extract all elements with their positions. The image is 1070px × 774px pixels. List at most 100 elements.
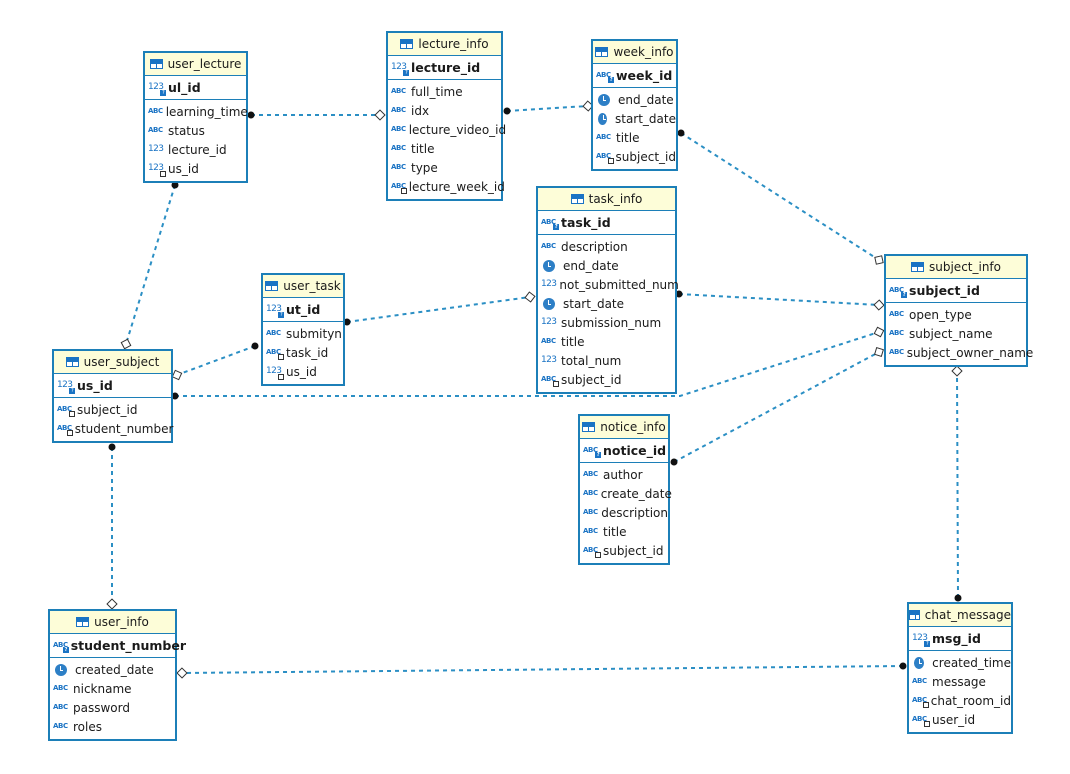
primary-key-column[interactable]: 123?ut_id xyxy=(263,298,343,322)
table-header[interactable]: task_info xyxy=(538,188,675,211)
column-row[interactable]: start_date xyxy=(538,294,675,313)
relationship-target-diamond xyxy=(374,109,386,121)
primary-key-column[interactable]: ABC?task_id xyxy=(538,211,675,235)
column-row[interactable]: end_date xyxy=(593,90,676,109)
relationship-user_task-task_info[interactable] xyxy=(343,291,536,326)
table-header[interactable]: user_task xyxy=(263,275,343,298)
string-type-icon: ABC xyxy=(391,163,406,171)
column-row[interactable]: created_date xyxy=(50,660,175,679)
relationship-chat_message-subject_info[interactable] xyxy=(951,365,963,602)
table-header[interactable]: notice_info xyxy=(580,416,668,439)
relationship-task_info-subject_info[interactable] xyxy=(675,290,885,311)
table-header[interactable]: subject_info xyxy=(886,256,1026,279)
relationship-chat_message-user_info[interactable] xyxy=(176,662,907,679)
table-header[interactable]: user_info xyxy=(50,611,175,634)
primary-key-column[interactable]: ABC?notice_id xyxy=(580,439,668,463)
table-header[interactable]: lecture_info xyxy=(388,33,501,56)
string-type-icon: ABC xyxy=(541,376,559,387)
column-row[interactable]: end_date xyxy=(538,256,675,275)
primary-key-column[interactable]: 123?ul_id xyxy=(145,76,246,100)
primary-key-column[interactable]: ABC?student_number xyxy=(50,634,186,658)
relationship-target-diamond xyxy=(873,299,885,311)
relationship-week_info-subject_info[interactable] xyxy=(677,129,884,265)
relationship-lecture_info-week_info[interactable] xyxy=(503,100,594,115)
relationship-notice_info-subject_info[interactable] xyxy=(670,347,884,466)
relationship-user_subject-subject_info[interactable] xyxy=(171,326,885,400)
column-row[interactable]: created_time xyxy=(909,653,1011,672)
column-name: start_date xyxy=(614,111,676,126)
primary-key-column[interactable]: ABC?subject_id xyxy=(886,279,1026,303)
primary-key-column[interactable]: 123?us_id xyxy=(54,374,171,398)
relationship-user_lecture-user_subject[interactable] xyxy=(120,181,179,350)
relationship-user_lecture-lecture_info[interactable] xyxy=(247,109,386,121)
primary-key-column[interactable]: 123?lecture_id xyxy=(388,56,501,80)
table-header[interactable]: user_lecture xyxy=(145,53,246,76)
relationship-target-diamond xyxy=(176,667,188,679)
table-header[interactable]: chat_message xyxy=(909,604,1011,627)
column-row[interactable]: start_date xyxy=(593,109,676,128)
foreign-key-icon xyxy=(553,381,559,387)
string-type-icon: ABC xyxy=(391,87,406,95)
primary-key-icon: ? xyxy=(160,90,166,96)
foreign-key-icon xyxy=(924,721,930,727)
column-name: msg_id xyxy=(932,631,981,646)
column-name: subject_id xyxy=(909,283,980,298)
table-header[interactable]: week_info xyxy=(593,41,676,64)
table-icon xyxy=(149,59,163,69)
relationship-user_subject-user_info[interactable] xyxy=(106,443,118,610)
string-type-icon: ABC xyxy=(391,144,406,152)
relationship-user_task-user_subject[interactable] xyxy=(171,342,259,381)
column-name: created_date xyxy=(75,662,154,677)
primary-key-column[interactable]: 123?msg_id xyxy=(909,627,1011,651)
primary-key-column[interactable]: ABC?week_id xyxy=(593,64,676,88)
table-header[interactable]: user_subject xyxy=(54,351,171,374)
